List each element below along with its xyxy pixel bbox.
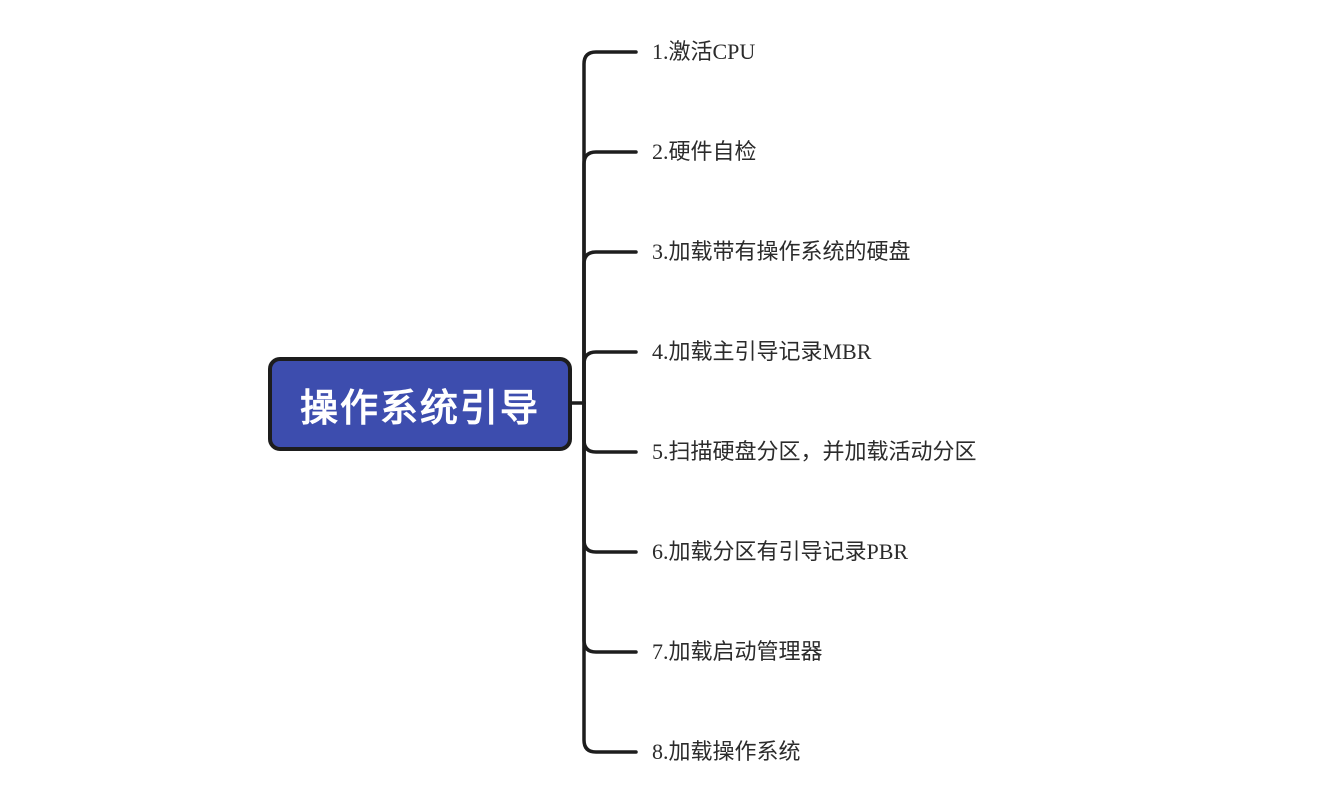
branch-node-5[interactable]: 5.扫描硬盘分区，并加载活动分区 <box>652 439 977 464</box>
branch-node-8[interactable]: 8.加载操作系统 <box>652 739 801 764</box>
branch-node-6[interactable]: 6.加载分区有引导记录PBR <box>652 539 909 564</box>
branch-node-4[interactable]: 4.加载主引导记录MBR <box>652 339 872 364</box>
branch-node-3[interactable]: 3.加载带有操作系统的硬盘 <box>652 239 911 264</box>
root-node-label: 操作系统引导 <box>299 387 540 430</box>
branch-node-2[interactable]: 2.硬件自检 <box>652 139 757 164</box>
branch-node-1[interactable]: 1.激活CPU <box>652 39 756 64</box>
branch-node-7[interactable]: 7.加载启动管理器 <box>652 639 823 664</box>
root-node[interactable]: 操作系统引导 <box>268 357 572 451</box>
